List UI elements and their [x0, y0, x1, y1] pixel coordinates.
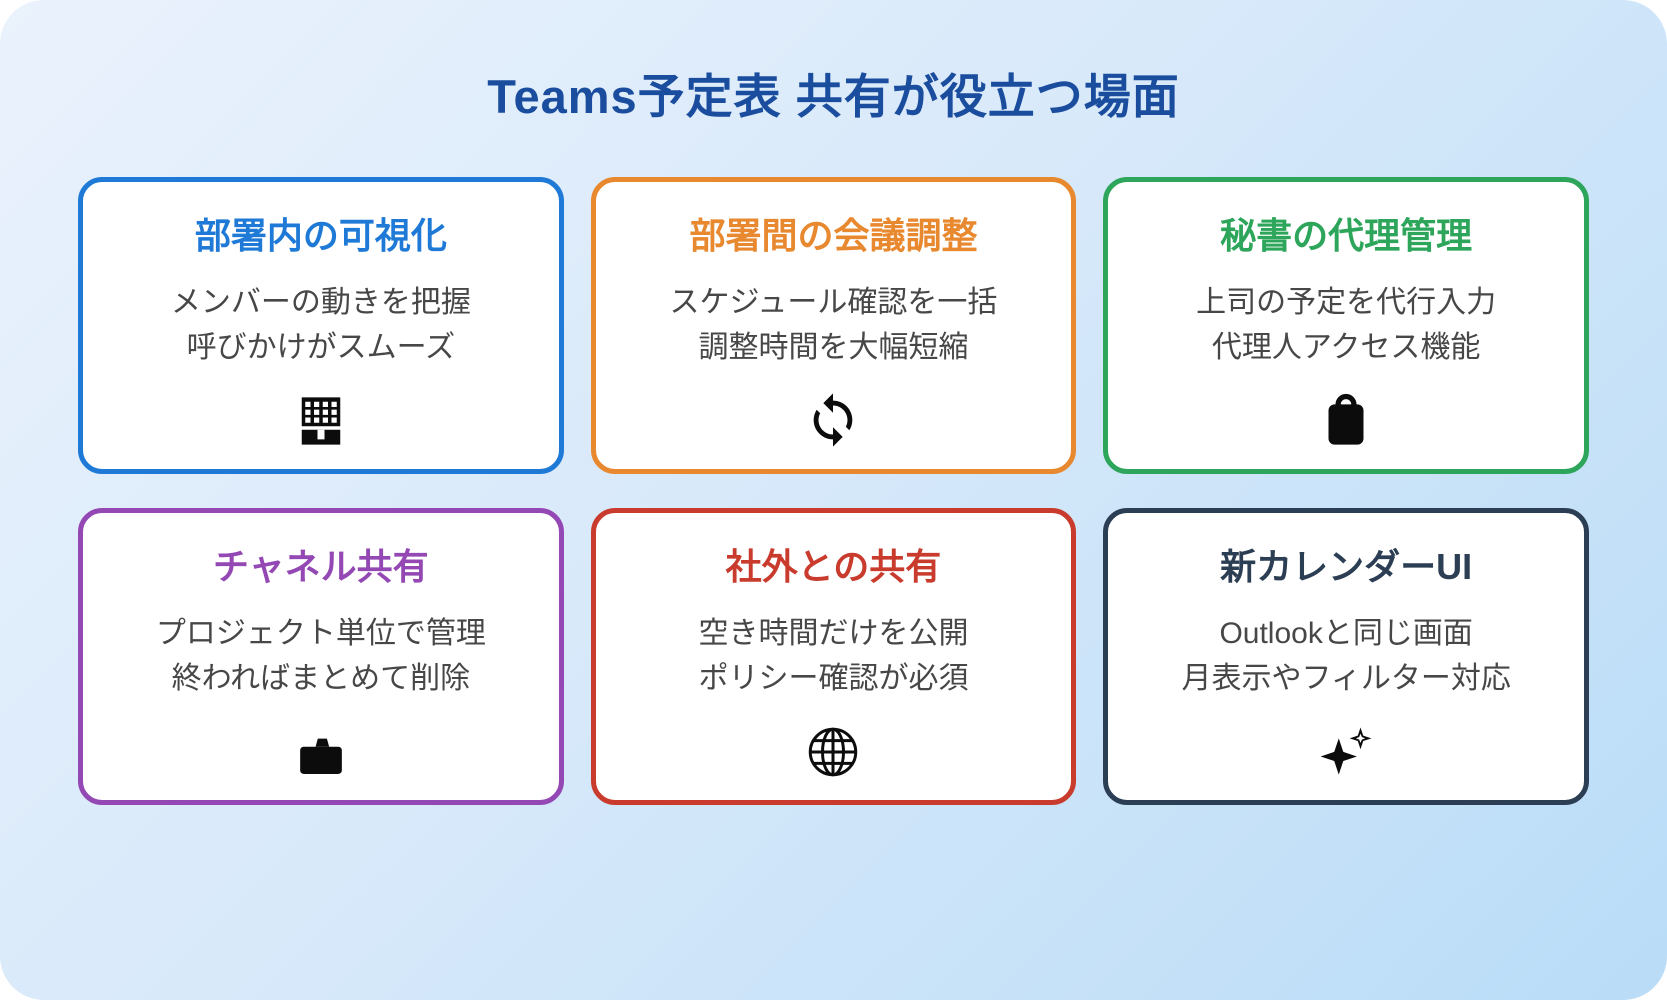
card-channel-sharing: チャネル共有 プロジェクト単位で管理 終わればまとめて削除 [78, 508, 564, 805]
card-external-sharing: 社外との共有 空き時間だけを公開 ポリシー確認が必須 [590, 508, 1077, 805]
page-title: Teams予定表 共有が役立つ場面 [487, 70, 1180, 123]
card-title: チャネル共有 [213, 546, 429, 587]
card-line: 代理人アクセス機能 [1211, 330, 1481, 364]
card-line: スケジュール確認を一括 [669, 285, 998, 319]
building-icon [293, 393, 349, 449]
card-line: 月表示やフィルター対応 [1181, 661, 1511, 695]
card-title: 社外との共有 [725, 546, 942, 587]
card-new-calendar-ui: 新カレンダーUI Outlookと同じ画面 月表示やフィルター対応 [1103, 508, 1589, 805]
sync-icon [804, 391, 862, 449]
card-line: Outlookと同じ画面 [1219, 616, 1473, 650]
card-title: 部署間の会議調整 [689, 215, 978, 256]
card-title: 秘書の代理管理 [1220, 215, 1473, 256]
card-cross-dept-meeting: 部署間の会議調整 スケジュール確認を一括 調整時間を大幅短縮 [590, 177, 1077, 474]
sparkles-icon [1317, 722, 1375, 780]
card-line: 呼びかけがスムーズ [186, 330, 456, 364]
card-line: 終わればまとめて削除 [171, 661, 471, 695]
card-line: 空き時間だけを公開 [698, 616, 969, 650]
card-line: メンバーの動きを把握 [170, 285, 471, 319]
card-grid: 部署内の可視化 メンバーの動きを把握 呼びかけがスムーズ 部署間の会議調整 [78, 177, 1589, 805]
card-line: 上司の予定を代行入力 [1196, 285, 1497, 319]
globe-icon [805, 724, 861, 780]
card-secretary-delegate: 秘書の代理管理 上司の予定を代行入力 代理人アクセス機能 [1103, 177, 1589, 474]
briefcase-icon [292, 728, 350, 780]
card-line: ポリシー確認が必須 [698, 661, 969, 695]
clipboard-icon [1318, 393, 1374, 449]
card-dept-visibility: 部署内の可視化 メンバーの動きを把握 呼びかけがスムーズ [78, 177, 564, 474]
card-line: 調整時間を大幅短縮 [698, 330, 969, 364]
card-title: 新カレンダーUI [1220, 546, 1473, 587]
card-line: プロジェクト単位で管理 [155, 616, 486, 650]
card-title: 部署内の可視化 [194, 215, 447, 256]
